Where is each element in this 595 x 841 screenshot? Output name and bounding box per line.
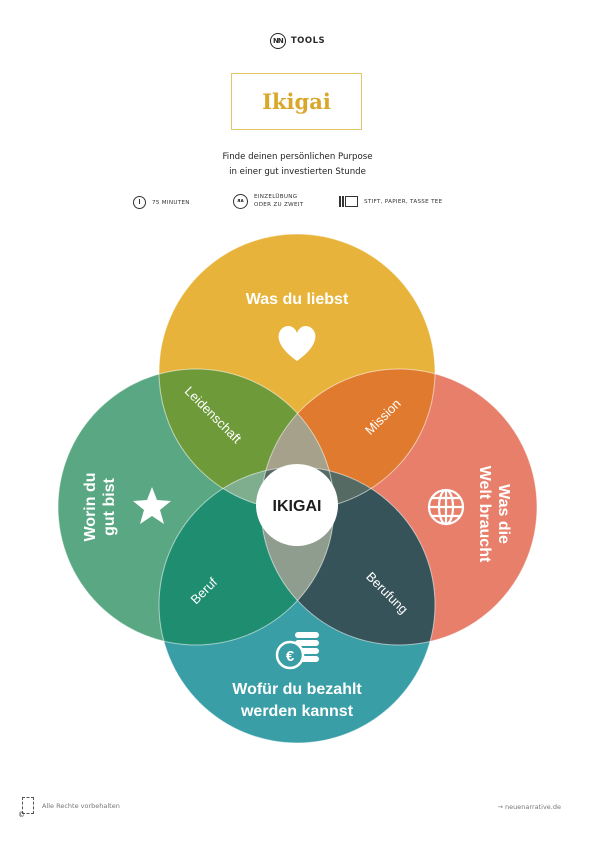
brand-logo-icon: NN <box>269 33 286 49</box>
footer-rights: Alle Rechte vorbehalten <box>18 797 120 819</box>
brand-label: TOOLS <box>290 36 326 46</box>
center-circle <box>256 464 338 546</box>
mode-line-2: ODER ZU ZWEIT <box>254 202 304 208</box>
label-good-line-1: Worin du <box>82 472 99 541</box>
label-good-line-2: gut bist <box>101 477 118 535</box>
label-love: Was du liebst <box>246 291 349 308</box>
document-copyright-icon <box>18 797 34 819</box>
label-paid-line-1: Wofür du bezahlt <box>232 681 362 698</box>
materials-icon <box>339 196 358 207</box>
clock-icon <box>133 196 146 209</box>
label-need-line-1: Was die <box>495 484 512 544</box>
euro-coins-icon: € <box>275 632 319 670</box>
meta-duration: 75 MINUTEN <box>133 196 190 209</box>
label-need-line-2: Welt braucht <box>476 466 493 563</box>
heart-icon <box>278 325 316 361</box>
globe-icon <box>427 488 465 526</box>
star-icon <box>133 487 171 524</box>
subtitle-line-2: in einer gut investierten Stunde <box>229 167 366 177</box>
svg-text:€: € <box>286 648 295 665</box>
mode-line-1: EINZELÜBUNG <box>254 194 298 200</box>
subtitle-line-1: Finde deinen persönlichen Purpose <box>222 152 373 162</box>
subtitle: Finde deinen persönlichen Purpose in ein… <box>0 150 595 180</box>
label-paid-line-2: werden kannst <box>240 703 354 720</box>
meta-materials: STIFT, PAPIER, TASSE TEE <box>339 196 442 207</box>
materials-text: STIFT, PAPIER, TASSE TEE <box>364 198 443 205</box>
center-label: IKIGAI <box>273 498 322 515</box>
page-title: Ikigai <box>262 89 331 114</box>
rights-text: Alle Rechte vorbehalten <box>42 801 120 810</box>
duration-text: 75 MINUTEN <box>152 199 190 206</box>
title-box: Ikigai <box>231 73 362 130</box>
brand-header: NN TOOLS <box>0 33 595 49</box>
people-icon: ᴙᴀ <box>233 193 248 209</box>
meta-mode: ᴙᴀ EINZELÜBUNG ODER ZU ZWEIT <box>233 193 303 209</box>
website-link[interactable]: → neuenarrative.de <box>497 803 561 811</box>
